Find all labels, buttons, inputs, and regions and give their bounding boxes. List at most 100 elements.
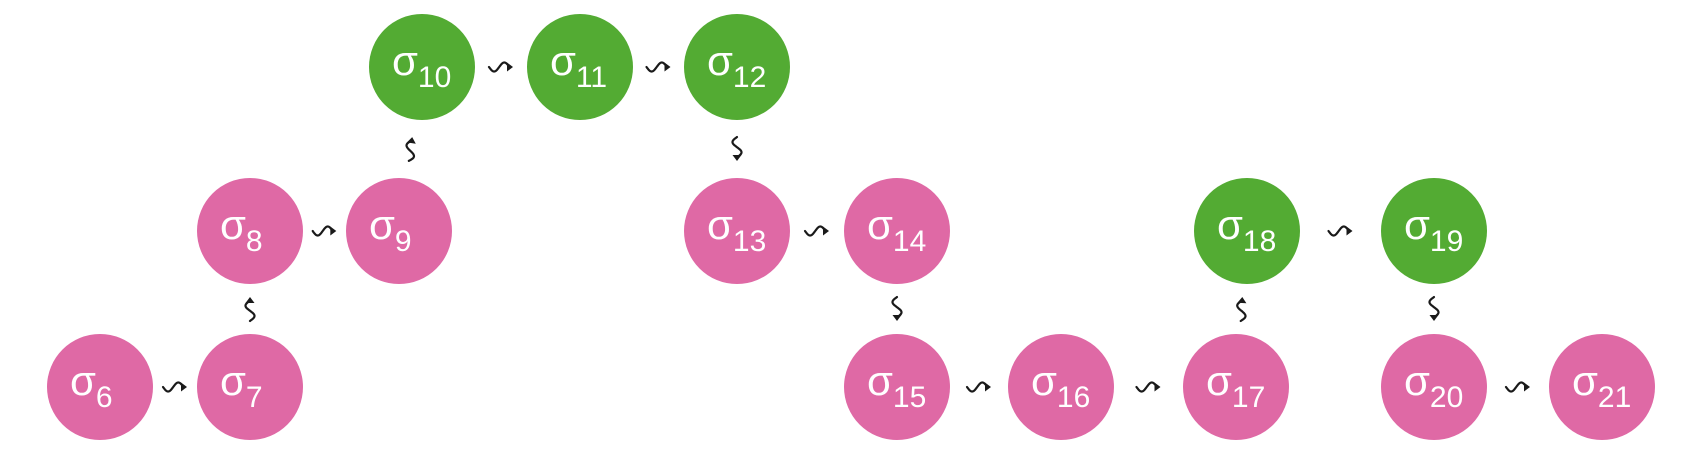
squiggle-arrow-icon	[891, 295, 903, 319]
node-symbol: σ	[1404, 201, 1430, 248]
squiggle-arrow-icon	[405, 139, 416, 162]
node-symbol: σ	[220, 201, 246, 248]
node-circle	[346, 178, 452, 284]
node-circle	[684, 14, 790, 120]
arrowhead-icon	[985, 382, 991, 392]
node-symbol: σ	[867, 201, 893, 248]
node-circle	[47, 334, 153, 440]
node-sigma-18: σ18	[1194, 178, 1300, 284]
node-label: σ13	[707, 201, 766, 258]
arrow-s17-to-s18	[1236, 297, 1247, 323]
arrow-s18-to-s19	[1327, 225, 1353, 237]
node-symbol: σ	[1206, 357, 1232, 404]
squiggle-arrow-icon	[1236, 299, 1247, 323]
node-sigma-8: σ8	[197, 178, 303, 284]
node-symbol: σ	[1572, 357, 1598, 404]
squiggle-arrow-icon	[1135, 381, 1158, 393]
node-sigma-21: σ21	[1549, 334, 1655, 440]
node-label: σ7	[220, 357, 263, 414]
node-sigma-17: σ17	[1183, 334, 1289, 440]
squiggle-arrow-icon	[1428, 295, 1440, 319]
node-label: σ14	[867, 201, 926, 258]
node-label: σ11	[550, 37, 607, 94]
node-symbol: σ	[1031, 357, 1057, 404]
node-symbol: σ	[1404, 357, 1430, 404]
node-sigma-16: σ16	[1008, 334, 1114, 440]
arrowhead-icon	[892, 315, 902, 321]
arrow-s20-to-s21	[1504, 381, 1530, 393]
arrow-s15-to-s16	[965, 381, 991, 393]
node-symbol: σ	[1217, 201, 1243, 248]
arrowhead-icon	[664, 62, 671, 72]
squiggle-arrow-icon	[731, 135, 743, 159]
node-circle	[197, 178, 303, 284]
node-sigma-15: σ15	[844, 334, 950, 440]
arrowhead-icon	[1154, 382, 1161, 392]
node-label: σ9	[369, 201, 412, 258]
squiggle-arrow-icon	[645, 61, 668, 73]
node-subscript: 16	[1057, 381, 1090, 414]
node-circle	[197, 334, 303, 440]
arrowhead-icon	[181, 382, 187, 392]
squiggle-arrow-icon	[244, 299, 256, 323]
node-sigma-7: σ7	[197, 334, 303, 440]
squiggle-arrow-icon	[487, 61, 511, 73]
node-subscript: 9	[395, 225, 412, 258]
node-circle	[844, 334, 950, 440]
node-sigma-13: σ13	[684, 178, 790, 284]
node-subscript: 17	[1232, 381, 1265, 414]
arrow-s8-to-s9	[311, 225, 337, 237]
node-label: σ12	[707, 37, 766, 94]
node-sigma-10: σ10	[369, 14, 475, 120]
arrow-s10-to-s11	[487, 61, 513, 73]
node-label: σ6	[70, 357, 113, 414]
node-subscript: 8	[246, 225, 263, 258]
node-symbol: σ	[392, 37, 418, 84]
node-label: σ18	[1217, 201, 1276, 258]
arrowhead-icon	[823, 226, 829, 236]
arrow-s16-to-s17	[1135, 381, 1161, 393]
node-label: σ17	[1206, 357, 1265, 414]
node-circle	[1549, 334, 1655, 440]
node-circle	[684, 178, 790, 284]
arrowhead-icon	[1346, 226, 1353, 236]
node-label: σ21	[1572, 357, 1631, 414]
node-sigma-19: σ19	[1381, 178, 1487, 284]
node-circle	[1194, 178, 1300, 284]
node-symbol: σ	[70, 357, 96, 404]
arrowhead-icon	[732, 155, 742, 161]
node-subscript: 11	[576, 61, 607, 94]
squiggle-arrow-icon	[311, 225, 334, 237]
squiggle-arrow-icon	[161, 381, 185, 393]
node-circle	[527, 14, 633, 120]
node-circle	[1183, 334, 1289, 440]
node-label: σ8	[220, 201, 263, 258]
node-symbol: σ	[707, 37, 733, 84]
node-circle	[844, 178, 950, 284]
node-label: σ10	[392, 37, 451, 94]
arrowhead-icon	[245, 297, 255, 303]
node-circle	[1381, 334, 1487, 440]
squiggle-arrow-icon	[803, 225, 827, 237]
node-sigma-12: σ12	[684, 14, 790, 120]
node-subscript: 19	[1430, 225, 1463, 258]
arrowhead-icon	[1524, 382, 1530, 392]
node-subscript: 12	[733, 61, 766, 94]
arrow-s14-to-s15	[891, 295, 903, 321]
arrowhead-icon	[507, 62, 513, 72]
squiggle-arrow-icon	[965, 381, 989, 393]
node-symbol: σ	[369, 201, 395, 248]
node-subscript: 14	[893, 225, 926, 258]
squiggle-arrow-icon	[1504, 381, 1528, 393]
node-symbol: σ	[550, 37, 576, 84]
node-label: σ20	[1404, 357, 1463, 414]
node-subscript: 21	[1598, 381, 1631, 414]
edges-layer	[161, 61, 1530, 393]
arrow-s11-to-s12	[645, 61, 671, 73]
node-circle	[1381, 178, 1487, 284]
arrow-s19-to-s20	[1428, 295, 1440, 321]
node-sigma-20: σ20	[1381, 334, 1487, 440]
node-sigma-9: σ9	[346, 178, 452, 284]
squiggle-arrow-icon	[1327, 225, 1350, 237]
